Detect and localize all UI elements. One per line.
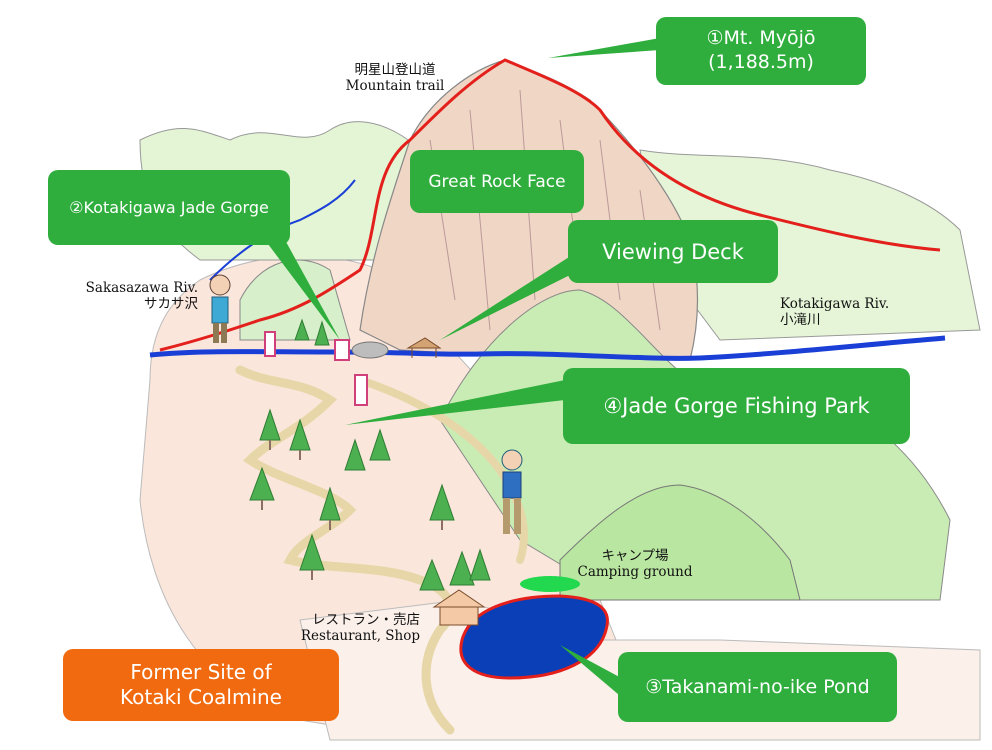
callout-jade-gorge-fishing-park[interactable]: ④Jade Gorge Fishing Park [563, 368, 910, 444]
tree-trunks [261, 440, 443, 580]
mountain-trail [159, 58, 941, 352]
callout-viewing-deck[interactable]: Viewing Deck [568, 220, 778, 283]
label-kotakigawa-river: Kotakigawa Riv. 小滝川 [780, 296, 890, 329]
camp-hill [559, 484, 801, 601]
gorge-fence [264, 331, 368, 406]
viewing-deck-structure [406, 337, 442, 358]
label-camping-ground: キャンプ場 Camping ground [577, 548, 693, 581]
label-sakasazawa-river: Sakasazawa Riv. サカサ沢 [85, 280, 198, 313]
sakasazawa-river [209, 179, 356, 281]
hiker-right [501, 449, 523, 534]
callout-takanami-no-ike-pond[interactable]: ③Takanami-no-ike Pond [618, 652, 897, 722]
pond [459, 594, 609, 680]
gorge-rocks [351, 341, 389, 359]
camp-green [520, 576, 580, 592]
callout-kotakigawa-jade-gorge[interactable]: ②Kotakigawa Jade Gorge [48, 170, 290, 245]
label-restaurant-shop: レストラン・売店 Restaurant, Shop [300, 612, 420, 645]
pine-trees [249, 318, 491, 591]
callout-great-rock-face[interactable]: Great Rock Face [410, 150, 584, 213]
label-mountain-trail: 明星山登山道 Mountain trail [345, 62, 445, 95]
callout-pointers [265, 38, 660, 700]
road-branch [356, 376, 528, 564]
hiker-left [209, 274, 231, 343]
callout-former-site-kotaki-coalmine[interactable]: Former Site of Kotaki Coalmine [63, 649, 339, 721]
callout-mt-myojo[interactable]: ①Mt. Myōjō (1,188.5m) [656, 17, 866, 85]
right-hills [639, 149, 981, 341]
restaurant-building [432, 589, 486, 626]
